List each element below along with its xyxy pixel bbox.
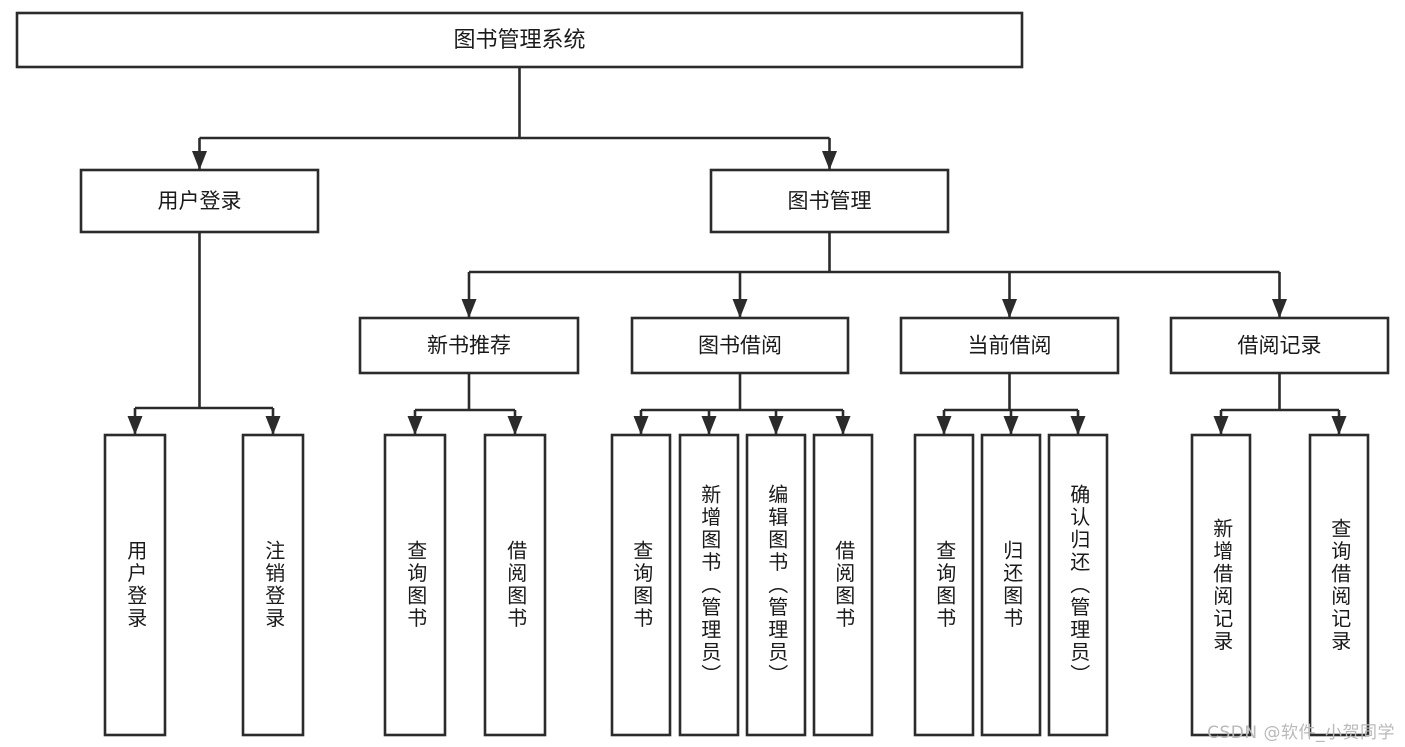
arrow-icon-leaf-user-login xyxy=(127,416,143,435)
node-label-borrow-record: 借阅记录 xyxy=(1238,334,1322,358)
arrow-icon-current-borrow xyxy=(1002,299,1017,318)
node-box-leaf-logout-login xyxy=(241,433,305,737)
node-box-leaf-query-record xyxy=(1308,433,1370,737)
arrow-icon-leaf-logout-login xyxy=(265,416,281,435)
arrow-icon-leaf-confirm-return xyxy=(1070,416,1086,435)
node-box-current-borrow xyxy=(899,316,1120,375)
arrow-icon-leaf-borrow-book-1 xyxy=(507,416,523,435)
node-box-user-login xyxy=(79,168,320,234)
node-label-book-manage: 图书管理 xyxy=(788,189,872,213)
node-box-leaf-query-book-3 xyxy=(913,433,975,737)
arrow-icon-book-manage xyxy=(822,151,837,170)
arrow-icon-leaf-query-book-1 xyxy=(407,416,423,435)
arrow-icon-borrow-record xyxy=(1272,299,1287,318)
node-label-root: 图书管理系统 xyxy=(453,28,585,53)
arrow-icon-leaf-query-book-2 xyxy=(633,416,649,435)
arrow-icon-new-book-rec xyxy=(461,299,477,318)
node-box-root xyxy=(15,11,1024,69)
node-box-leaf-query-book-1 xyxy=(383,433,447,737)
node-label-new-book-rec: 新书推荐 xyxy=(427,334,511,358)
node-box-leaf-return-book xyxy=(980,433,1042,737)
node-box-leaf-add-book xyxy=(678,433,740,737)
node-box-leaf-user-login xyxy=(103,433,167,737)
node-label-book-borrow: 图书借阅 xyxy=(698,334,782,358)
connectors-layer xyxy=(127,67,1347,435)
arrow-icon-user-login xyxy=(192,151,207,170)
node-label-user-login: 用户登录 xyxy=(158,189,242,213)
node-box-book-borrow xyxy=(630,316,850,375)
arrow-icon-leaf-edit-book xyxy=(768,416,784,435)
node-box-new-book-rec xyxy=(358,316,580,375)
arrow-icon-leaf-add-book xyxy=(701,416,717,435)
arrow-icon-leaf-query-record xyxy=(1331,416,1347,435)
node-box-borrow-record xyxy=(1169,316,1390,375)
node-box-leaf-borrow-book-1 xyxy=(483,433,547,737)
csdn-watermark: CSDN @软件_小贺同学 xyxy=(1207,723,1395,743)
arrow-icon-leaf-query-book-3 xyxy=(936,416,952,435)
node-box-leaf-borrow-book-2 xyxy=(812,433,874,737)
arrow-icon-leaf-return-book xyxy=(1003,416,1019,435)
arrow-icon-book-borrow xyxy=(732,299,748,318)
node-box-leaf-edit-book xyxy=(745,433,807,737)
nodes-layer xyxy=(15,11,1390,737)
node-box-leaf-add-record xyxy=(1190,433,1252,737)
node-box-book-manage xyxy=(709,168,950,234)
node-box-leaf-query-book-2 xyxy=(610,433,672,737)
node-box-leaf-confirm-return xyxy=(1047,433,1109,737)
arrow-icon-leaf-add-record xyxy=(1213,416,1229,435)
arrow-icon-leaf-borrow-book-2 xyxy=(835,416,851,435)
node-label-current-borrow: 当前借阅 xyxy=(968,334,1052,358)
